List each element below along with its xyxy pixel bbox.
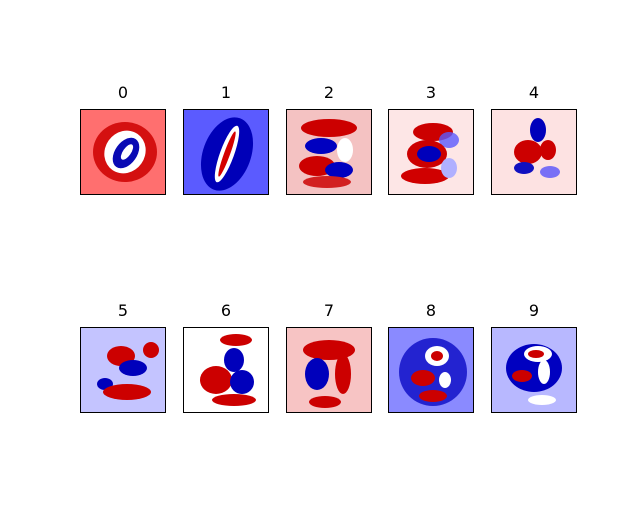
weight-heatmap bbox=[184, 328, 268, 412]
weight-image bbox=[286, 109, 372, 195]
digit-panel-3: 3 bbox=[388, 83, 474, 195]
weight-image bbox=[183, 327, 269, 413]
digit-panel-8: 8 bbox=[388, 301, 474, 413]
digit-panel-1: 1 bbox=[183, 83, 269, 195]
panel-title: 7 bbox=[323, 301, 335, 320]
weight-image bbox=[183, 109, 269, 195]
weight-heatmap bbox=[184, 110, 268, 194]
digit-panel-6: 6 bbox=[183, 301, 269, 413]
digit-panel-9: 9 bbox=[491, 301, 577, 413]
digit-panel-2: 2 bbox=[286, 83, 372, 195]
panel-title: 4 bbox=[528, 83, 540, 102]
weight-heatmap bbox=[389, 110, 473, 194]
weight-image bbox=[286, 327, 372, 413]
weight-heatmap bbox=[81, 110, 165, 194]
weight-heatmap bbox=[389, 328, 473, 412]
weight-image bbox=[491, 109, 577, 195]
weight-heatmap bbox=[81, 328, 165, 412]
panel-title: 8 bbox=[425, 301, 437, 320]
weight-heatmap bbox=[287, 110, 371, 194]
panel-title: 6 bbox=[220, 301, 232, 320]
panel-title: 2 bbox=[323, 83, 335, 102]
digit-panel-0: 0 bbox=[80, 83, 166, 195]
digit-panel-4: 4 bbox=[491, 83, 577, 195]
weight-heatmap bbox=[287, 328, 371, 412]
panel-title: 3 bbox=[425, 83, 437, 102]
weight-image bbox=[388, 109, 474, 195]
panel-title: 1 bbox=[220, 83, 232, 102]
weight-heatmap bbox=[492, 110, 576, 194]
weight-heatmap bbox=[492, 328, 576, 412]
weight-image bbox=[80, 109, 166, 195]
weight-image bbox=[491, 327, 577, 413]
panel-title: 0 bbox=[117, 83, 129, 102]
weight-image bbox=[80, 327, 166, 413]
digit-panel-5: 5 bbox=[80, 301, 166, 413]
panel-title: 5 bbox=[117, 301, 129, 320]
digit-panel-7: 7 bbox=[286, 301, 372, 413]
panel-title: 9 bbox=[528, 301, 540, 320]
weight-image bbox=[388, 327, 474, 413]
